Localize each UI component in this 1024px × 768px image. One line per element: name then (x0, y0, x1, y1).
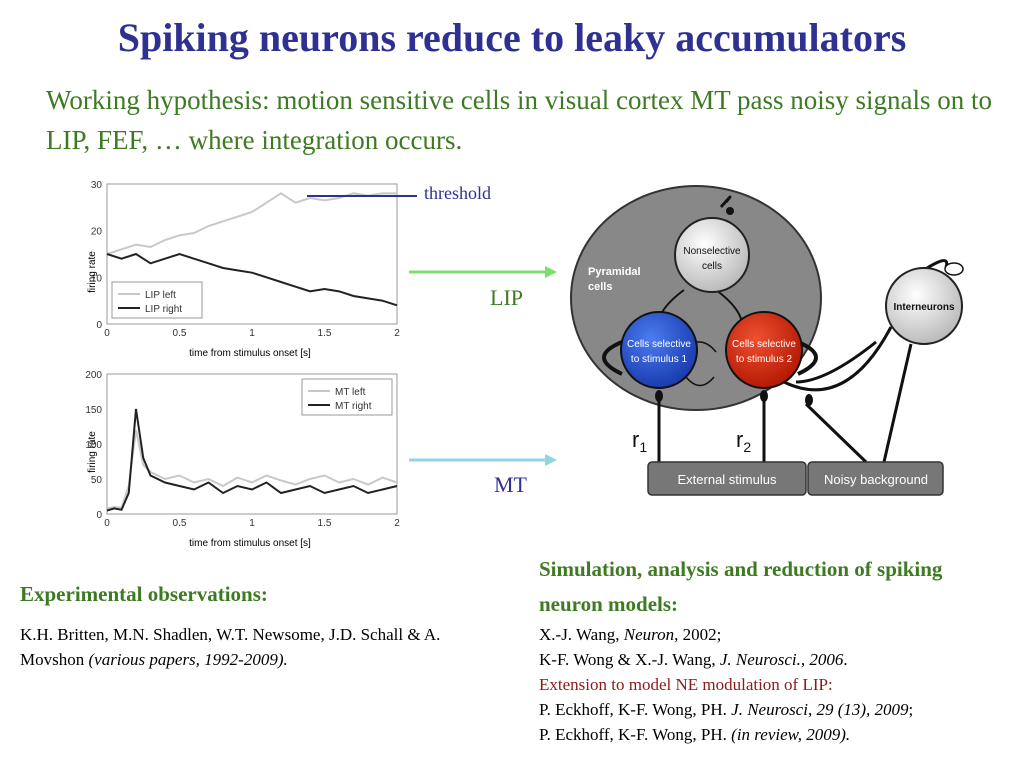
noisy-background-label: Noisy background (824, 472, 928, 487)
mt-xtick: 2 (394, 518, 400, 529)
mt-label: MT (494, 472, 527, 497)
lip-legend-label: LIP left (145, 290, 176, 301)
r2-label: r2 (736, 427, 751, 455)
mt-arrow (409, 454, 557, 466)
mt-ytick: 0 (96, 510, 102, 521)
lip-ytick: 0 (96, 320, 102, 331)
experimental-heading: Experimental observations: (20, 582, 268, 606)
lip-ylabel: firing rate (87, 251, 98, 293)
simulation-heading: Simulation, analysis and reduction of sp… (539, 557, 943, 616)
selective-1-label-1: Cells selective (627, 339, 691, 350)
mt-legend-label: MT left (335, 387, 366, 398)
mt-xtick: 1.5 (318, 518, 332, 529)
mt-ytick: 50 (91, 475, 103, 486)
mt-xlabel: time from stimulus onset [s] (189, 538, 311, 549)
lip-legend-label: LIP right (145, 304, 182, 315)
mt-xtick: 1 (249, 518, 255, 529)
r1-label: r1 (632, 427, 647, 455)
experimental-citation: K.H. Britten, M.N. Shadlen, W.T. Newsome… (20, 622, 500, 672)
threshold-marker (307, 195, 417, 197)
lip-ytick: 30 (91, 180, 103, 191)
mt-ylabel: firing rate (87, 431, 98, 473)
interneurons-node (885, 267, 963, 345)
external-stimulus-box (647, 461, 807, 496)
lip-legend (111, 281, 203, 319)
external-stimulus-label: External stimulus (678, 472, 777, 487)
mt-series-1 (106, 429, 398, 510)
page-title: Spiking neurons reduce to leaky accumula… (117, 15, 907, 60)
mt-legend-label: MT right (335, 401, 372, 412)
selective-1-label-2: to stimulus 1 (631, 354, 688, 365)
selective-2-label-1: Cells selective (732, 339, 796, 350)
mt-ytick: 100 (85, 440, 102, 451)
citation-4: P. Eckhoff, K-F. Wong, PH. (in review, 2… (539, 725, 851, 744)
nonselective-node (674, 217, 750, 293)
citation-3: P. Eckhoff, K-F. Wong, PH. J. Neurosci, … (539, 700, 914, 719)
lip-label: LIP (490, 285, 523, 310)
interneurons-label: Interneurons (893, 302, 955, 313)
subtitle: Working hypothesis: motion sensitive cel… (46, 85, 993, 155)
lip-xtick: 1.5 (318, 328, 332, 339)
experimental-years: (various papers, 1992-2009). (88, 650, 288, 669)
simulation-citations: X.-J. Wang, Neuron, 2002; K-F. Wong & X.… (539, 622, 1009, 747)
mt-xtick: 0.5 (173, 518, 187, 529)
extension-note: Extension to model NE modulation of LIP: (539, 675, 833, 694)
lip-xtick: 1 (249, 328, 255, 339)
lip-series-1 (106, 192, 397, 255)
selective-1-node (620, 311, 698, 389)
lip-xtick: 0 (104, 328, 110, 339)
lip-arrow (409, 266, 557, 278)
experimental-authors: K.H. Britten, M.N. Shadlen, W.T. Newsome… (20, 625, 441, 669)
mt-chart: 0 0.5 1 1.5 2 0 50 100 150 200 MT left MT right fir… (85, 370, 400, 549)
mt-ytick: 200 (85, 370, 102, 381)
mt-xtick: 0 (104, 518, 110, 529)
pyramidal-label-2: cells (588, 281, 612, 293)
selective-2-label-2: to stimulus 2 (736, 354, 793, 365)
lip-ytick: 10 (91, 273, 103, 284)
citation-1: X.-J. Wang, Neuron, 2002; (539, 625, 722, 644)
mt-ytick: 150 (85, 405, 102, 416)
lip-xtick: 2 (394, 328, 400, 339)
network-diagram: Pyramidal cells Nonselective cells Cells… (570, 185, 964, 496)
nonselective-label-2: cells (702, 261, 722, 272)
noisy-background-box (807, 461, 944, 496)
nonselective-label-1: Nonselective (683, 246, 741, 257)
lip-ytick: 20 (91, 227, 103, 238)
lip-series-2 (106, 252, 398, 307)
mt-legend (301, 378, 393, 416)
pyramidal-label-1: Pyramidal (588, 266, 641, 278)
selective-2-node (725, 311, 803, 389)
threshold-label: threshold (424, 183, 491, 203)
citation-2: K-F. Wong & X.-J. Wang, J. Neurosci., 20… (539, 650, 848, 669)
lip-xlabel: time from stimulus onset [s] (189, 348, 311, 359)
mt-series-2 (106, 408, 398, 512)
lip-xtick: 0.5 (173, 328, 187, 339)
